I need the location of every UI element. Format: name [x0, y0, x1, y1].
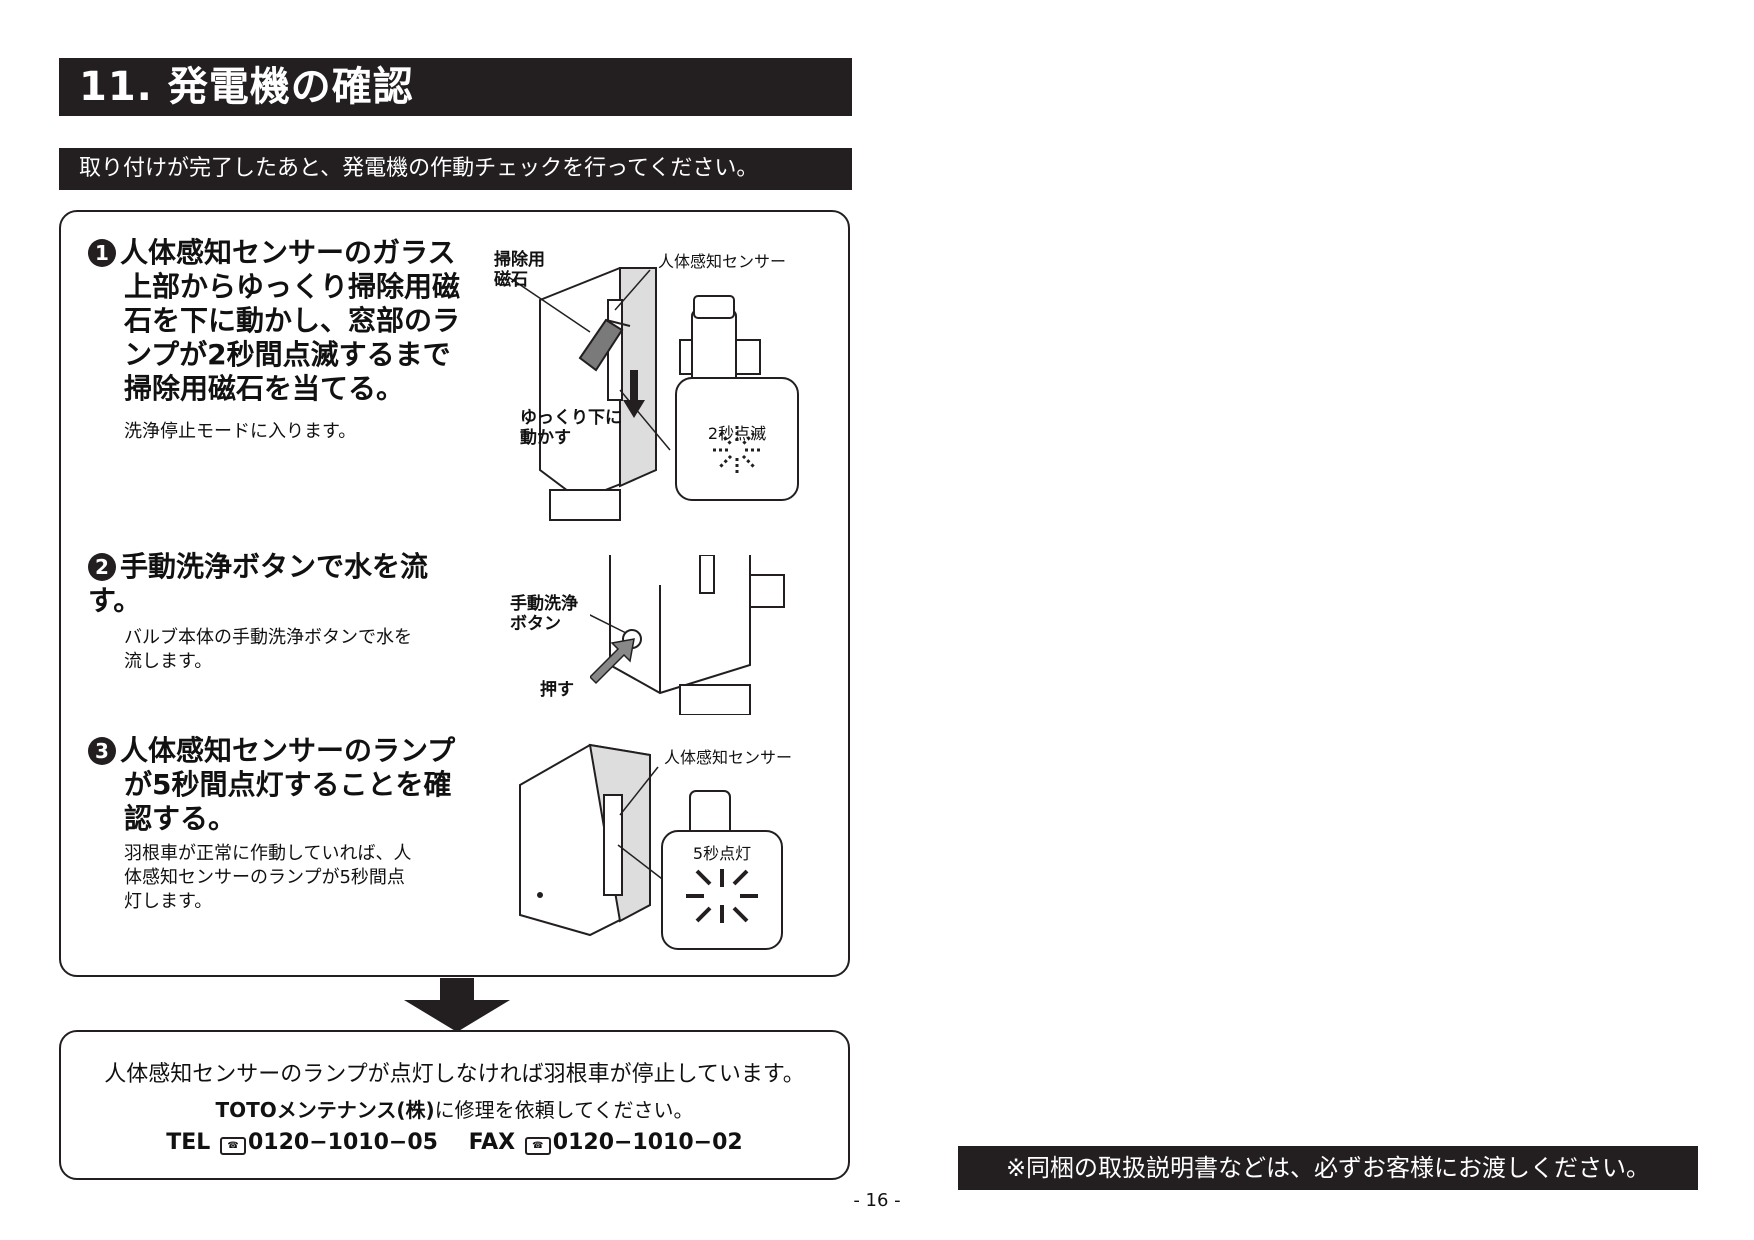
handover-notice: ※同梱の取扱説明書などは、必ずお客様にお渡しください。 [958, 1146, 1698, 1190]
blink-rays-icon [713, 426, 761, 474]
warning-line-1: 人体感知センサーのランプが点灯しなければ羽根車が停止しています。 [104, 1062, 805, 1087]
step-3-heading-line: 人体感知センサーのランプ [120, 734, 456, 767]
fax-label: FAX [468, 1130, 516, 1155]
freedial-icon: ☎ [524, 1137, 551, 1155]
arrow-down-icon [404, 978, 510, 1032]
flush-button-label: 手動洗浄ボタン [510, 594, 578, 634]
step-2-body-line: 流します。 [124, 651, 213, 672]
step-3-heading-line: が5秒間点灯することを確 [124, 768, 452, 801]
push-label: 押す [540, 680, 574, 700]
lit-label: 5秒点灯 [692, 844, 752, 863]
valve-body-shape [609, 555, 751, 695]
sensor-window-shape [603, 794, 623, 896]
arrow-down-icon [623, 370, 645, 418]
step-number-3: 3 [88, 737, 116, 765]
sensor-label: 人体感知センサー [658, 252, 787, 271]
step-3-body-line: 羽根車が正常に作動していれば、人 [124, 843, 412, 864]
lit-rays-icon [686, 869, 758, 923]
page-number: - 16 - [853, 1190, 901, 1211]
magnet-label: 掃除用磁石 [494, 250, 545, 290]
step-1-heading-line: 掃除用磁石を当てる。 [124, 372, 405, 405]
valve-cap-shape [693, 295, 735, 319]
step-2-illustration [590, 555, 785, 715]
step-3-illustration [519, 743, 783, 950]
step-3-body-line: 灯します。 [124, 891, 213, 912]
sensor-base-shape [549, 489, 621, 521]
contact-line: TEL ☎0120−1010−05 FAX ☎0120−1010−02 [61, 1130, 848, 1155]
push-arrow-icon [590, 638, 635, 685]
step-1-heading-line: 上部からゆっくり掃除用磁 [124, 270, 461, 303]
freedial-icon: ☎ [220, 1137, 246, 1155]
sensor-label: 人体感知センサー [664, 748, 793, 767]
fax-number: 0120−1010−02 [552, 1130, 743, 1155]
lit-callout [661, 830, 783, 950]
blink-label: 2秒点滅 [707, 424, 767, 443]
magnet-icon [578, 318, 624, 372]
step-1-body: 洗浄停止モードに入ります。 [124, 421, 357, 442]
step-3-body-line: 体感知センサーのランプが5秒間点 [124, 867, 405, 888]
tel-label: TEL [166, 1130, 211, 1155]
warning-line-2: TOTOメンテナンス(株)に修理を依頼してください。 [215, 1098, 694, 1122]
step-number-1: 1 [88, 239, 116, 267]
page-title: 11. 発電機の確認 [59, 58, 852, 116]
section-subtitle: 取り付けが完了したあと、発電機の作動チェックを行ってください。 [59, 148, 852, 190]
instructions-box [59, 210, 850, 977]
pipe-shape [749, 574, 785, 608]
step-2-heading-line: 手動洗浄ボタンで水を流す。 [88, 550, 429, 617]
warning-box: 人体感知センサーのランプが点灯しなければ羽根車が停止しています。 TOTOメンテ… [59, 1030, 850, 1180]
move-label: ゆっくり下に動かす [520, 408, 622, 448]
step-1-heading-line: ンプが2秒間点滅するまで [124, 338, 451, 371]
step-2-body-line: バルブ本体の手動洗浄ボタンで水を [124, 627, 412, 648]
step-1-heading-line: 人体感知センサーのガラス [120, 236, 456, 269]
tel-number: 0120−1010−05 [248, 1130, 438, 1155]
step-number-2: 2 [88, 553, 116, 581]
company-name: TOTOメンテナンス(株) [215, 1098, 435, 1122]
step-1-heading-line: 石を下に動かし、窓部のラ [124, 304, 461, 337]
step-1-illustration [509, 267, 799, 521]
step-3-heading-line: 認する。 [124, 802, 237, 835]
